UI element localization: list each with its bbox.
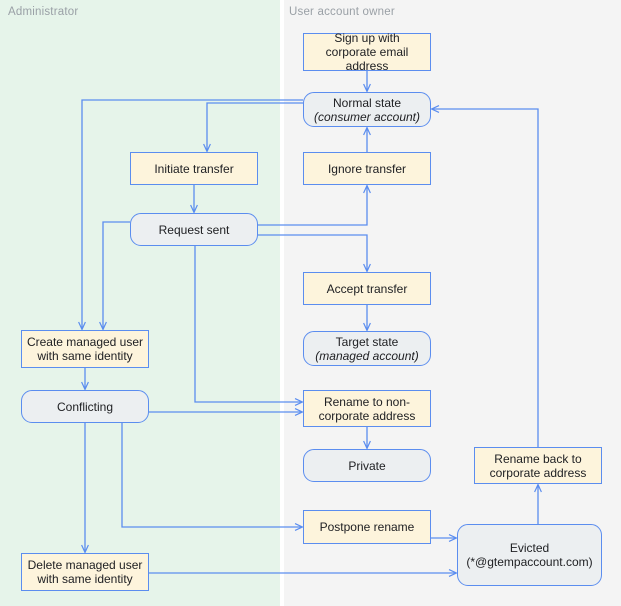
node-delete-managed-user-with-same-identity[interactable]: Delete managed user with same identity (21, 553, 149, 591)
node-label: Accept transfer (326, 281, 408, 296)
node-initiate-transfer[interactable]: Initiate transfer (130, 152, 258, 185)
node-sublabel: (consumer account) (313, 109, 421, 124)
edge-request-sent-to-ignore-transfer (258, 184, 371, 226)
node-label: Normal state (332, 95, 402, 110)
node-rename-to-non-corporate-address[interactable]: Rename to non-corporate address (303, 390, 431, 427)
node-label: Delete managed user with same identity (27, 558, 143, 586)
node-label: Ignore transfer (327, 161, 407, 176)
edge-request-sent-to-create-managed-user (99, 221, 130, 331)
node-ignore-transfer[interactable]: Ignore transfer (303, 152, 431, 185)
node-label: Evicted (509, 541, 550, 555)
node-label: Private (348, 458, 386, 473)
node-label: Target state (335, 334, 399, 349)
swimlane-administrator (0, 0, 280, 606)
node-rename-back-to-corporate-address[interactable]: Rename back to corporate address (474, 447, 602, 484)
node-label: Request sent (158, 222, 230, 237)
node-request-sent[interactable]: Request sent (130, 213, 258, 246)
edge-request-sent-to-accept-transfer (258, 234, 371, 273)
swimlane-title-administrator: Administrator (8, 6, 79, 18)
node-evicted[interactable]: Evicted (*@gtempaccount.com) (457, 524, 602, 586)
node-sublabel: (managed account) (315, 348, 419, 363)
node-create-managed-user-with-same-identity[interactable]: Create managed user with same identity (21, 330, 149, 368)
node-label: Conflicting (56, 399, 114, 414)
edge-normal-state-to-create-managed-user (78, 99, 303, 331)
node-accept-transfer[interactable]: Accept transfer (303, 272, 431, 305)
node-label: Rename back to corporate address (489, 451, 587, 480)
node-label: Postpone rename (319, 520, 415, 534)
swimlane-title-user-account-owner: User account owner (289, 6, 395, 18)
edge-normal-state-to-initiate-transfer (203, 102, 303, 153)
node-target-state[interactable]: Target state (managed account) (303, 331, 431, 366)
node-label: Sign up with corporate email address (325, 31, 409, 73)
node-label: Rename to non-corporate address (318, 394, 416, 423)
node-normal-state[interactable]: Normal state (consumer account) (303, 92, 431, 127)
node-sublabel: (*@gtempaccount.com) (466, 555, 593, 569)
node-label: Initiate transfer (154, 161, 234, 176)
node-sign-up-with-corporate-email-address[interactable]: Sign up with corporate email address (303, 31, 431, 73)
node-private[interactable]: Private (303, 449, 431, 482)
node-conflicting[interactable]: Conflicting (21, 390, 149, 423)
edge-conflicting-to-postpone-rename (121, 423, 304, 531)
edge-rename-back-to-normal-state (430, 105, 539, 447)
node-postpone-rename[interactable]: Postpone rename (303, 510, 431, 544)
node-label: Create managed user with same identity (26, 335, 144, 363)
edge-request-sent-to-rename-noncorp (194, 246, 304, 406)
